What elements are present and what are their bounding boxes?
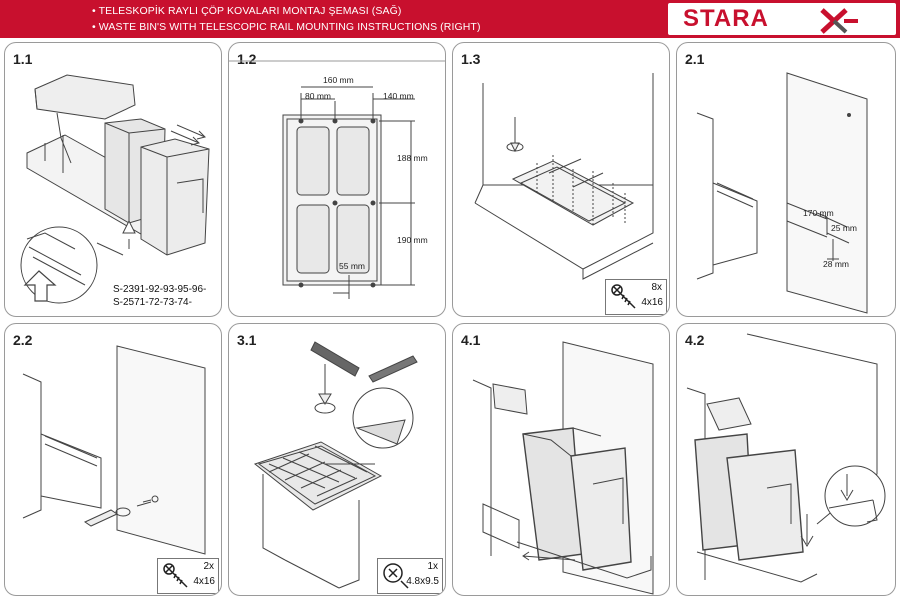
- logo-x-mark-icon: [820, 8, 858, 34]
- frame-screwing-illustration: [474, 73, 654, 280]
- screw-size: 4x16: [193, 576, 215, 587]
- step-panel-1-1: 1.1 S-2391-92-93-95-96-: [4, 42, 222, 317]
- step-panel-1-3: 1.3 8x 4x16: [452, 42, 670, 317]
- screw-icon: [611, 284, 636, 309]
- step-panel-2-1: 2.1 170 mm 25 mm 28 mm: [676, 42, 896, 317]
- brand-logo: STARA: [683, 5, 769, 32]
- step-number: 1.1: [13, 51, 33, 67]
- dimension-80mm: 80 mm: [305, 91, 331, 101]
- dimension-190mm: 190 mm: [397, 235, 428, 245]
- step-number: 4.2: [685, 332, 705, 348]
- screw-icon: [163, 563, 188, 588]
- title-turkish: • TELESKOPİK RAYLI ÇÖP KOVALARI MONTAJ Ş…: [92, 5, 402, 17]
- screw-icon: [383, 563, 409, 589]
- product-codes: S-2391-92-93-95-96- S-2571-72-73-74-: [113, 283, 206, 309]
- step-panel-4-1: 4.1: [452, 323, 670, 596]
- step-number: 3.1: [237, 332, 257, 348]
- step-number: 2.1: [685, 51, 705, 67]
- waste-bin-product-illustration: [20, 74, 210, 304]
- screw-size: 4.8x9.5: [406, 576, 439, 587]
- title-english: • WASTE BIN'S WITH TELESCOPIC RAIL MOUNT…: [92, 21, 481, 33]
- step-panel-3-1: 3.1 1x 4.8x9.5: [228, 323, 446, 596]
- screw-quantity: 8x: [651, 282, 662, 293]
- door-connection-illustration: [686, 333, 886, 583]
- door-bracket-position-illustration: [696, 72, 868, 314]
- step-number: 1.3: [461, 51, 481, 67]
- dimension-160mm: 160 mm: [323, 75, 354, 85]
- dimension-25mm: 25 mm: [831, 223, 857, 233]
- dimension-28mm: 28 mm: [823, 259, 849, 269]
- dimension-188mm: 188 mm: [397, 153, 428, 163]
- bin-installation-illustration: [472, 341, 654, 595]
- step-panel-4-2: 4.2: [676, 323, 896, 596]
- product-codes-line-1: S-2391-92-93-95-96-: [113, 284, 207, 295]
- step-number: 1.2: [237, 51, 257, 67]
- screw-spec-box: 2x 4x16: [157, 558, 219, 594]
- screw-quantity: 1x: [427, 561, 438, 572]
- dimension-170mm: 170 mm: [803, 208, 834, 218]
- lid-bracket-assembly-illustration: [253, 341, 418, 589]
- screw-size: 4x16: [641, 297, 663, 308]
- header-bar: • TELESKOPİK RAYLI ÇÖP KOVALARI MONTAJ Ş…: [0, 0, 900, 38]
- step-panel-1-2: 1.2 160 mm 80 mm 140 mm 188 mm 190: [228, 42, 446, 317]
- step-number: 2.2: [13, 332, 33, 348]
- dimension-140mm: 140 mm: [383, 91, 414, 101]
- drilling-template-diagram: [229, 60, 445, 299]
- screw-spec-box: 1x 4.8x9.5: [377, 558, 443, 594]
- step-number: 4.1: [461, 332, 481, 348]
- dimension-55mm: 55 mm: [339, 261, 365, 271]
- screw-spec-box: 8x 4x16: [605, 279, 667, 315]
- product-codes-line-2: S-2571-72-73-74-: [113, 297, 192, 308]
- step-panel-2-2: 2.2 2x 4x16: [4, 323, 222, 596]
- door-bracket-screwing-illustration: [22, 345, 206, 555]
- screw-quantity: 2x: [203, 561, 214, 572]
